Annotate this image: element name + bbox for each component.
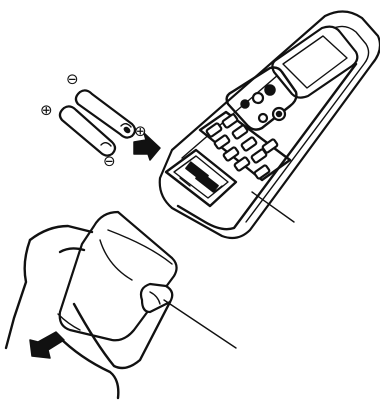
round-button[interactable] — [259, 114, 267, 122]
minus-symbol: ⊖ — [66, 70, 79, 88]
round-button[interactable] — [265, 85, 275, 95]
remote-control — [160, 11, 380, 238]
round-button[interactable] — [241, 100, 249, 108]
round-button[interactable] — [253, 93, 263, 103]
minus-symbol: ⊖ — [103, 152, 116, 170]
remove-arrow-icon — [30, 332, 64, 358]
plus-symbol: ⊕ — [40, 101, 53, 119]
cover-leader-line — [164, 300, 236, 348]
